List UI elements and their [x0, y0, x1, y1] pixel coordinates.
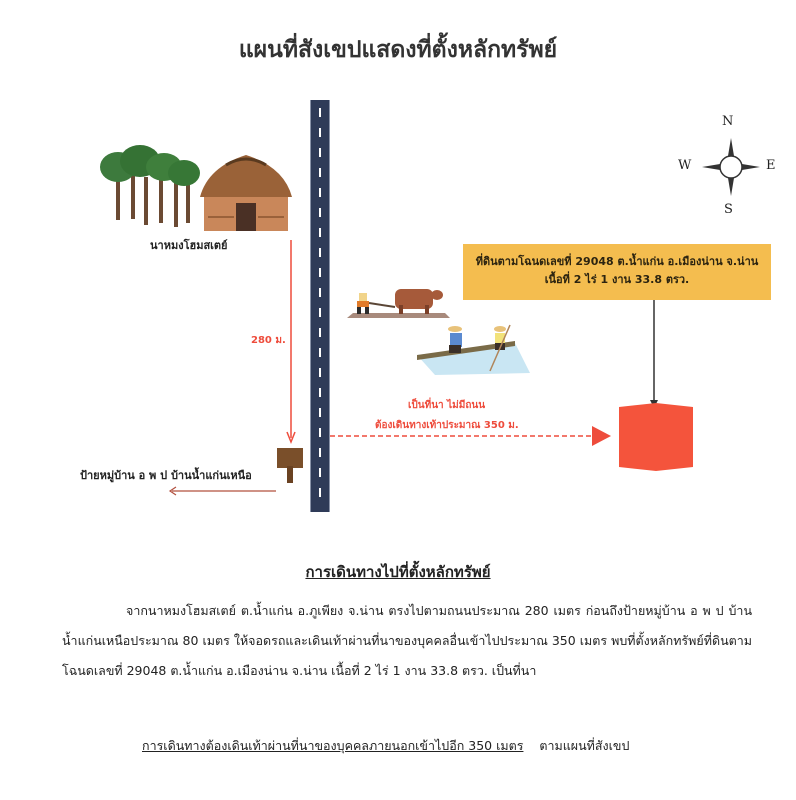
compass-east: E — [766, 158, 776, 173]
directions-footer: การเดินทางต้องเดินเท้าผ่านที่นาของบุคคลภ… — [142, 736, 629, 756]
ox-plow-icon — [347, 289, 450, 318]
start-location-label: นาหมงโฮมสเตย์ — [150, 239, 228, 252]
compass-north: N — [722, 114, 734, 129]
land-deed-box: ที่ดินตามโฉนดเลขที่ 29048 ต.น้ำแก่น อ.เม… — [463, 244, 771, 300]
down-pointer-icon — [650, 300, 658, 408]
map-title: แผนที่สังเขปแสดงที่ตั้งหลักทรัพย์ — [238, 37, 558, 63]
directions-paragraph: จากนาหมงโฮมสเตย์ ต.น้ำแก่น อ.ภูเพียง จ.น… — [62, 596, 752, 686]
dashed-arrow-icon — [330, 426, 611, 446]
land-deed-line2: เนื้อที่ 2 ไร่ 1 งาน 33.8 ตรว. — [544, 273, 690, 286]
property-marker — [619, 403, 693, 471]
compass-west: W — [678, 158, 692, 173]
road-distance-label: 280 ม. — [251, 335, 286, 346]
compass-south: S — [724, 202, 733, 217]
rice-planting-icon — [417, 324, 530, 375]
signpost-icon — [277, 448, 303, 483]
footer-underlined-text: การเดินทางต้องเดินเท้าผ่านที่นาของบุคคลภ… — [142, 738, 524, 753]
village-sign-label: ป้ายหมู่บ้าน อ พ ป บ้านน้ำแก่นเหนือ — [80, 469, 252, 482]
tree-icons — [100, 145, 200, 227]
left-arrow-icon — [168, 486, 276, 496]
walk-note-line1: เป็นที่นา ไม่มีถนน — [408, 400, 486, 411]
trees-hut-illustration — [100, 145, 292, 231]
footer-tail-text: ตามแผนที่สังเขป — [539, 738, 630, 753]
down-arrow-icon — [286, 240, 296, 445]
directions-heading: การเดินทางไปที่ตั้งหลักทรัพย์ — [305, 563, 491, 581]
walk-note-line2: ต้องเดินทางเท้าประมาณ 350 ม. — [375, 420, 519, 431]
farmers-illustration — [347, 289, 530, 375]
road — [310, 100, 330, 512]
hut-icon — [200, 155, 292, 231]
land-deed-line1: ที่ดินตามโฉนดเลขที่ 29048 ต.น้ำแก่น อ.เม… — [475, 255, 759, 268]
directions-paragraph-text: จากนาหมงโฮมสเตย์ ต.น้ำแก่น อ.ภูเพียง จ.น… — [62, 603, 752, 678]
compass-icon — [702, 138, 760, 196]
